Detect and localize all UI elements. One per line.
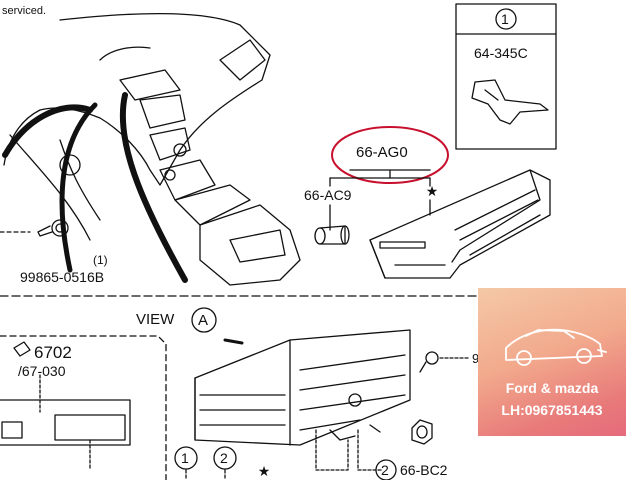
highlight-oval — [331, 126, 449, 184]
callout-number-1: 1 — [501, 11, 509, 27]
view-a-circle — [191, 307, 217, 333]
nut-66-bc2-illustration — [411, 419, 433, 445]
connector-6702-illustration — [0, 341, 131, 471]
connector-66-ac9-illustration — [314, 225, 350, 245]
radio-unit-illustration — [194, 329, 411, 446]
callout-box-1 — [455, 3, 557, 150]
part-label-66-bc2: 66-BC2 — [400, 462, 448, 478]
bottom-callout-circle-1 — [174, 446, 198, 470]
view-letter: A — [198, 312, 209, 329]
star-icon: ★ — [258, 464, 271, 480]
part-label-99865: 99865-0516B — [20, 269, 105, 285]
star-icon: ★ — [426, 184, 439, 200]
ad-title: Ford & mazda — [505, 380, 599, 396]
audio-unit-illustration — [369, 169, 551, 279]
part-label-64-345c: 64-345C — [474, 45, 528, 61]
bottom-callout-circle-2 — [213, 446, 237, 470]
callout-circle-1 — [495, 8, 517, 30]
bottom-part-circle — [375, 459, 397, 480]
part-label-67-030: /67-030 — [18, 363, 66, 379]
bolt-99865-illustration — [0, 219, 69, 237]
view-label: VIEW — [136, 311, 175, 328]
part-label-66-ac9: 66-AC9 — [304, 187, 352, 203]
part-label-6702: 6702 — [34, 343, 72, 362]
bottom-callout-number-2: 2 — [220, 450, 228, 466]
ad-phone: LH:0967851443 — [501, 402, 603, 418]
bottom-part-number: 2 — [381, 462, 389, 478]
part-label-66-ag0: 66-AG0 — [356, 144, 408, 161]
bolt-right-illustration — [419, 351, 471, 373]
dashboard-illustration — [3, 13, 301, 286]
clip-64-345c-illustration — [471, 79, 549, 125]
header-text: serviced. — [2, 5, 47, 17]
bottom-callout-number-1: 1 — [181, 450, 189, 466]
sports-car-icon — [505, 328, 607, 366]
cut-label-right: 9 — [472, 351, 480, 366]
ad-banner: Ford & mazda LH:0967851443 — [478, 288, 626, 436]
bolt-qty-label: (1) — [93, 253, 108, 267]
